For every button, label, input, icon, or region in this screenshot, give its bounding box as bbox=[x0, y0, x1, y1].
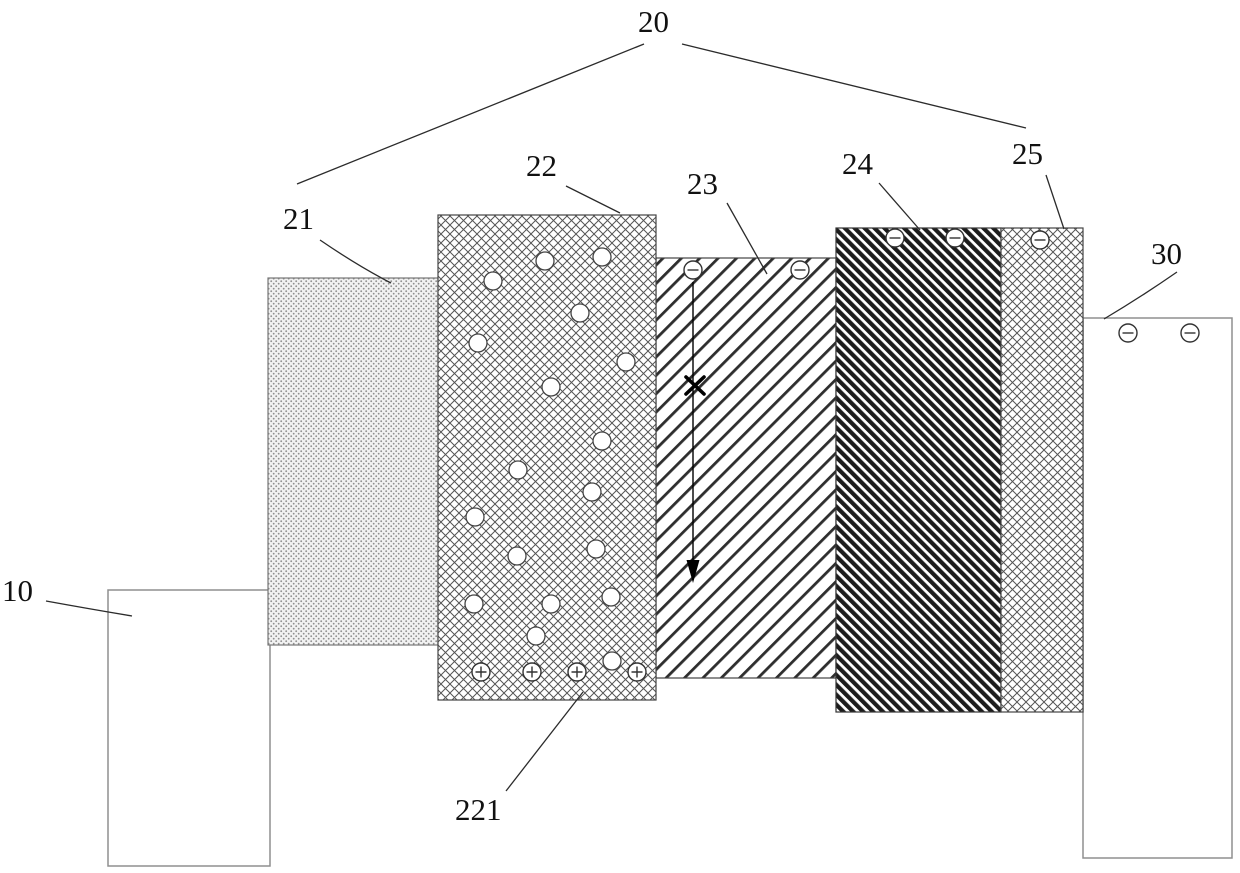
circle-plus-icon bbox=[522, 662, 542, 682]
leader-24 bbox=[878, 182, 921, 231]
particle-circle bbox=[602, 651, 622, 671]
circle-plus-icon bbox=[471, 662, 491, 682]
particle-circle bbox=[592, 431, 612, 451]
particle-circle bbox=[570, 303, 590, 323]
label-10: 10 bbox=[2, 573, 33, 608]
circle-minus-icon bbox=[1180, 323, 1200, 343]
label-30: 30 bbox=[1151, 236, 1182, 271]
layer-25-crosshatch bbox=[1000, 227, 1084, 713]
particle-circle bbox=[465, 507, 485, 527]
group-20-brace-lines bbox=[296, 43, 1027, 185]
layer-21-dotted bbox=[267, 277, 439, 646]
particle-circle bbox=[464, 594, 484, 614]
leader-30 bbox=[1103, 271, 1178, 320]
positive-charge-row bbox=[471, 662, 647, 682]
arrow-down-icon bbox=[686, 282, 700, 583]
label-25: 25 bbox=[1012, 136, 1043, 171]
leader-10 bbox=[45, 600, 133, 617]
particle-circle bbox=[535, 251, 555, 271]
circle-minus-icon bbox=[1118, 323, 1138, 343]
particle-circle bbox=[616, 352, 636, 372]
layer-30-electrode bbox=[1082, 317, 1233, 859]
circle-minus-icon bbox=[790, 260, 810, 280]
label-22: 22 bbox=[526, 148, 557, 183]
circle-minus-icon bbox=[945, 228, 965, 248]
particle-circles bbox=[464, 247, 636, 671]
layer-23-diagonal bbox=[655, 257, 837, 679]
label-20: 20 bbox=[638, 4, 669, 39]
particle-circle bbox=[468, 333, 488, 353]
x-mark-icon bbox=[684, 375, 706, 396]
label-221: 221 bbox=[455, 792, 502, 827]
brace-left-line bbox=[296, 43, 645, 185]
label-21: 21 bbox=[283, 201, 314, 236]
particle-circle bbox=[508, 460, 528, 480]
particle-circle bbox=[586, 539, 606, 559]
particle-circle bbox=[592, 247, 612, 267]
circle-minus-icon bbox=[885, 228, 905, 248]
particle-circle bbox=[582, 482, 602, 502]
leader-23 bbox=[726, 202, 768, 275]
circle-minus-icon bbox=[683, 260, 703, 280]
label-23: 23 bbox=[687, 166, 718, 201]
leader-21 bbox=[319, 239, 392, 284]
brace-right-line bbox=[681, 43, 1027, 129]
negative-charge-symbols bbox=[683, 228, 1200, 343]
circle-minus-icon bbox=[1030, 230, 1050, 250]
label-24: 24 bbox=[842, 146, 873, 181]
leader-25 bbox=[1045, 174, 1065, 230]
particle-circle bbox=[541, 594, 561, 614]
particle-circle bbox=[507, 546, 527, 566]
layer-24-dense-diagonal bbox=[835, 227, 1002, 713]
leader-221 bbox=[505, 691, 584, 792]
layer-22-crosshatch bbox=[437, 214, 657, 701]
leader-lines bbox=[45, 174, 1178, 792]
particle-circle bbox=[541, 377, 561, 397]
particle-circle bbox=[483, 271, 503, 291]
layer-10-electrode bbox=[107, 589, 271, 867]
leader-22 bbox=[565, 185, 621, 214]
circle-plus-icon bbox=[627, 662, 647, 682]
particle-circle bbox=[526, 626, 546, 646]
circle-plus-icon bbox=[567, 662, 587, 682]
particle-circle bbox=[601, 587, 621, 607]
